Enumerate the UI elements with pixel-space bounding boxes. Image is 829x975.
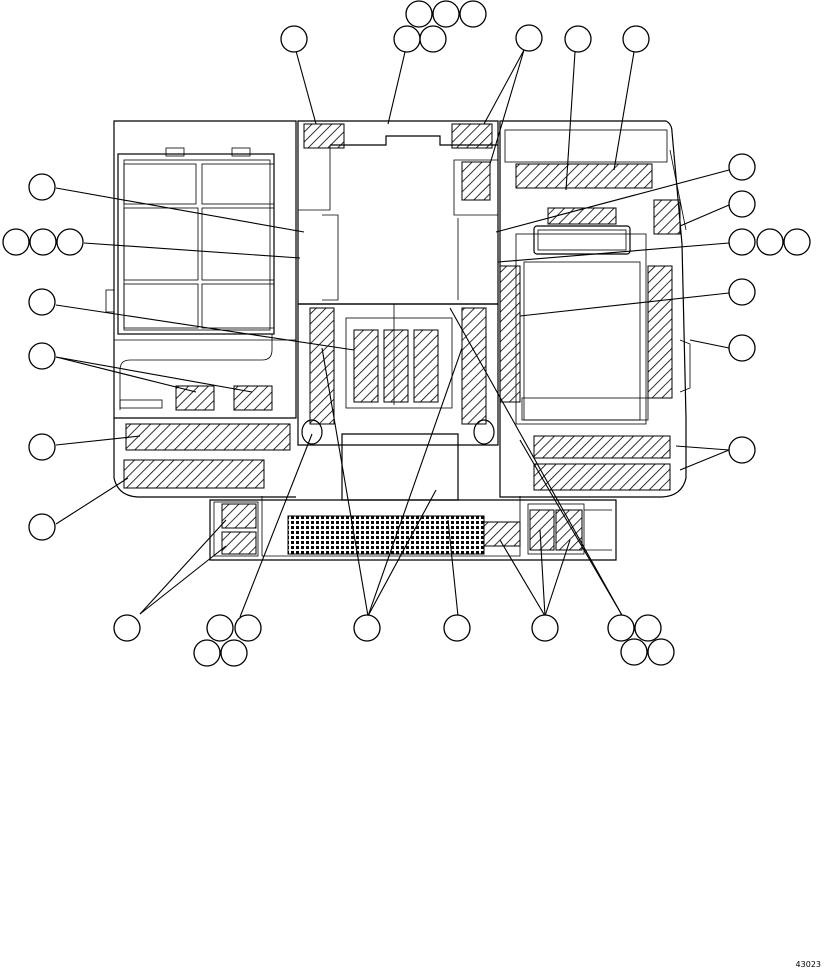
callout-balloon[interactable] xyxy=(113,614,141,642)
pad xyxy=(533,463,671,491)
callout-balloon[interactable] xyxy=(622,25,650,53)
callout-balloon[interactable] xyxy=(783,228,811,256)
callout-balloon[interactable] xyxy=(280,25,308,53)
pad xyxy=(653,199,681,235)
pad xyxy=(461,161,491,201)
callout-balloon[interactable] xyxy=(728,153,756,181)
leader-lines xyxy=(55,49,730,618)
callout-balloon[interactable] xyxy=(193,639,221,667)
pad xyxy=(221,531,257,555)
pad xyxy=(529,509,555,551)
right-floor-section xyxy=(499,120,691,498)
callout-balloons xyxy=(2,0,811,667)
callout-balloon[interactable] xyxy=(728,278,756,306)
callout-balloon[interactable] xyxy=(234,614,262,642)
callout-balloon[interactable] xyxy=(531,614,559,642)
callout-balloon[interactable] xyxy=(2,228,30,256)
pad xyxy=(555,509,583,551)
callout-balloon[interactable] xyxy=(419,25,447,53)
callout-balloon[interactable] xyxy=(620,638,648,666)
callout-balloon[interactable] xyxy=(206,614,234,642)
callout-balloon[interactable] xyxy=(28,342,56,370)
callout-balloon[interactable] xyxy=(728,228,756,256)
pad xyxy=(483,521,521,547)
callout-balloon[interactable] xyxy=(607,614,635,642)
callout-balloon[interactable] xyxy=(634,614,662,642)
pad xyxy=(533,435,671,459)
callout-balloon[interactable] xyxy=(647,638,675,666)
callout-balloon[interactable] xyxy=(515,24,543,52)
pad xyxy=(515,163,653,189)
callout-balloon[interactable] xyxy=(220,639,248,667)
pad xyxy=(413,329,439,403)
mesh-grille xyxy=(287,515,485,555)
insulation-pads xyxy=(123,123,681,555)
callout-balloon[interactable] xyxy=(29,228,57,256)
callout-balloon[interactable] xyxy=(728,190,756,218)
pad xyxy=(125,423,291,451)
callout-balloon[interactable] xyxy=(756,228,784,256)
callout-balloon[interactable] xyxy=(28,288,56,316)
pad xyxy=(353,329,379,403)
pad xyxy=(123,459,265,489)
callout-balloon[interactable] xyxy=(564,25,592,53)
callout-balloon[interactable] xyxy=(728,436,756,464)
callout-balloon[interactable] xyxy=(728,334,756,362)
pad xyxy=(303,123,345,149)
pad xyxy=(647,265,673,399)
center-floor-section xyxy=(297,120,499,501)
callout-balloon[interactable] xyxy=(459,0,487,28)
callout-balloon[interactable] xyxy=(405,0,433,28)
callout-balloon[interactable] xyxy=(393,25,421,53)
figure-id-label: 43023 xyxy=(795,960,821,969)
callout-balloon[interactable] xyxy=(353,614,381,642)
callout-balloon[interactable] xyxy=(28,433,56,461)
pad xyxy=(451,123,493,149)
left-floor-section xyxy=(105,120,297,498)
pad xyxy=(499,265,521,403)
callout-balloon[interactable] xyxy=(432,0,460,28)
callout-balloon[interactable] xyxy=(28,513,56,541)
pad xyxy=(547,207,617,225)
callout-balloon[interactable] xyxy=(443,614,471,642)
callout-balloon[interactable] xyxy=(56,228,84,256)
pad xyxy=(221,503,257,529)
pad xyxy=(175,385,215,411)
pad xyxy=(383,329,409,403)
callout-balloon[interactable] xyxy=(28,173,56,201)
pad xyxy=(309,307,335,425)
